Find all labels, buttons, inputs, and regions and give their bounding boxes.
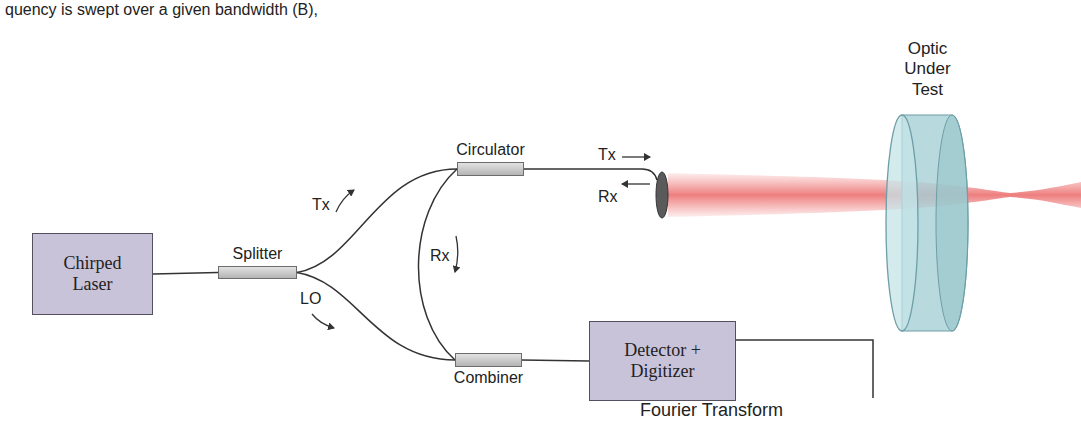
node-label: Optic Under Test xyxy=(893,39,963,100)
direction-arrow xyxy=(336,190,354,212)
fiber-connector xyxy=(153,273,218,275)
optic-under-test: Optic Under Test xyxy=(880,110,975,336)
caption-fragment: quency is swept over a given bandwidth (… xyxy=(3,1,320,19)
fiber-connector xyxy=(522,360,589,361)
fiber-connector xyxy=(418,169,457,360)
output-wire xyxy=(736,340,873,398)
splitter-component: Splitter xyxy=(218,266,297,279)
process-label: Fourier Transform xyxy=(638,401,785,421)
combiner-component: Combiner xyxy=(455,353,522,367)
laser-box: Chirped Laser xyxy=(32,233,153,315)
fiber-connector xyxy=(297,273,455,361)
circulator-component: Circulator xyxy=(457,162,524,176)
laser-beam xyxy=(668,173,1081,217)
direction-arrow xyxy=(312,314,334,328)
fiber xyxy=(524,169,657,180)
fiber-connector xyxy=(297,169,457,273)
edge-label: Tx xyxy=(310,196,332,214)
edge-label: LO xyxy=(298,290,323,308)
direction-arrow xyxy=(455,236,458,272)
signal-label: Rx xyxy=(596,188,620,206)
direction-arrow xyxy=(622,156,650,157)
node-label: Combiner xyxy=(454,369,523,387)
node-label: Chirped Laser xyxy=(43,253,143,294)
detector-box: Detector + Digitizer xyxy=(589,321,736,401)
node-label: Circulator xyxy=(456,141,524,159)
edge-label: Rx xyxy=(428,247,452,265)
lens-outline xyxy=(880,110,975,336)
node-label: Detector + Digitizer xyxy=(613,340,713,381)
collimator-lens xyxy=(656,172,668,218)
node-label: Splitter xyxy=(233,245,283,263)
signal-label: Tx xyxy=(596,146,618,164)
direction-arrow xyxy=(622,183,650,184)
